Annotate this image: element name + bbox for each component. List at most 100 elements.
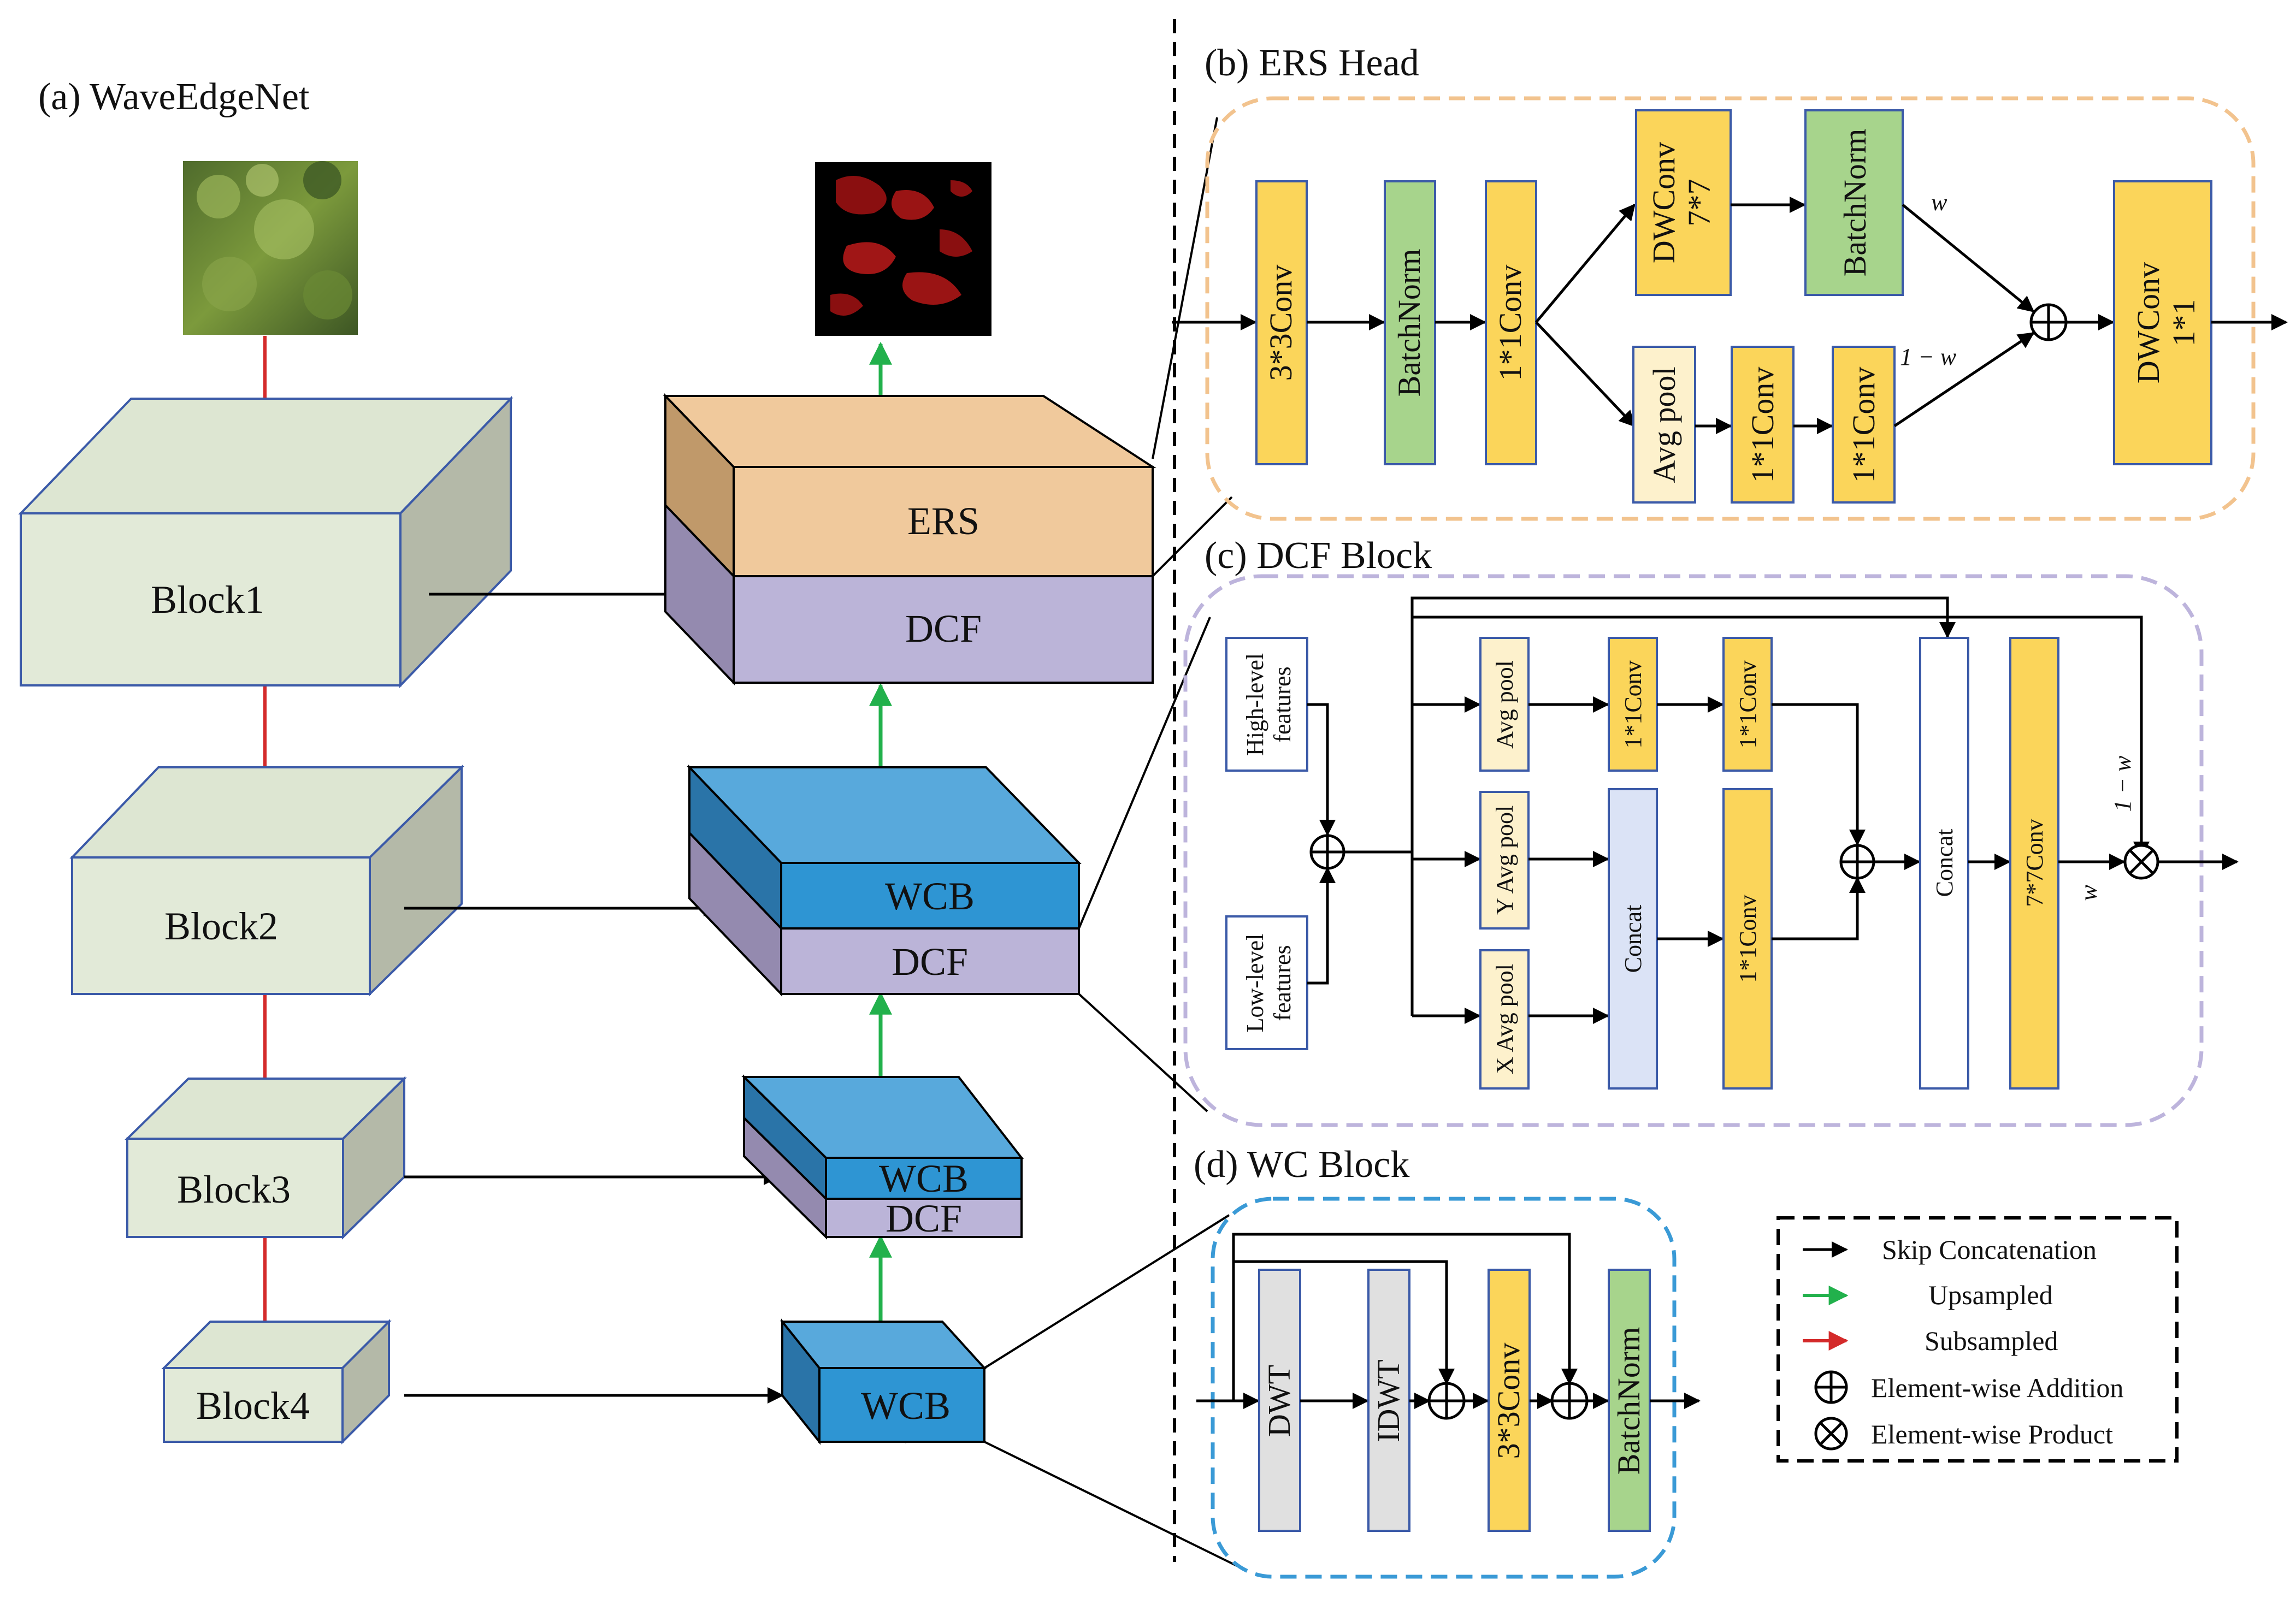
ers-avgpool-label: Avg pool	[1646, 366, 1682, 483]
wcb-label-1: WCB	[885, 874, 975, 918]
ers-conv1b-box	[1731, 346, 1795, 504]
dcf-high-level-box	[1225, 637, 1308, 772]
ers-conv3-label: 3*3Conv	[1263, 265, 1298, 381]
dcf-label-2: DCF	[892, 940, 968, 984]
dcf-low-line2: features	[1269, 945, 1296, 1021]
dcf-concat1-box	[1608, 788, 1658, 1090]
encoder-block3: Block3	[125, 1076, 407, 1240]
wc-conv3-label: 3*3Conv	[1491, 1343, 1526, 1459]
wc-block-frame	[1211, 1197, 1677, 1579]
dcf-xavgpool-label: X Avg pool	[1491, 964, 1518, 1074]
dcf-concat2-box	[1919, 637, 1969, 1090]
title-waveedgenet: (a) WaveEdgeNet	[38, 76, 310, 118]
ers-w-label: w	[1931, 189, 1947, 216]
ers-1-w-label: 1 − w	[1900, 344, 1957, 370]
dcf-conv1c-label: 1*1Conv	[1734, 895, 1761, 982]
encoder-block4: Block4	[161, 1319, 392, 1445]
dcf-label-3: DCF	[886, 1197, 962, 1240]
ers-bn1-label: BatchNorm	[1391, 249, 1427, 397]
decoder-wcb-dcf-2: WCB DCF	[741, 1074, 1024, 1240]
wc-block: DWT IDWT 3*3Conv BatchNorm	[1196, 1233, 1701, 1532]
dcf-add-icon-1	[1309, 834, 1345, 870]
ers-conv1b-label: 1*1Conv	[1745, 367, 1780, 483]
dcf-high-line2: features	[1269, 666, 1296, 742]
ers-head: 3*3Conv BatchNorm 1*1Conv DWConv 7*7 Bat…	[1172, 109, 2288, 504]
block4-label: Block4	[196, 1384, 310, 1428]
dcf-conv1a-label: 1*1Conv	[1620, 660, 1646, 748]
ers-avgpool-box	[1632, 346, 1696, 504]
block2-label: Block2	[164, 904, 278, 948]
dcf-low-level-box	[1225, 915, 1308, 1050]
dcf-conv7-label: 7*7Conv	[2021, 819, 2048, 907]
dcf-high-line1: High-level	[1242, 653, 1268, 756]
dcf-add-icon-2	[1839, 844, 1875, 880]
dcf-low-line1: Low-level	[1242, 934, 1268, 1033]
ers-dwconv1-line2: 1*1	[2166, 299, 2201, 347]
ers-dwconv7-line1: DWConv	[1646, 142, 1681, 263]
wc-bn-box	[1608, 1269, 1651, 1532]
encoder-block2: Block2	[69, 765, 464, 997]
ers-label: ERS	[907, 499, 979, 543]
ers-head-frame	[1205, 96, 2256, 521]
dcf-conv7-box	[2009, 637, 2059, 1090]
dcf-yavgpool-box	[1479, 791, 1530, 930]
dcf-xavgpool-box	[1479, 949, 1530, 1090]
legend-add-icon	[1814, 1370, 1848, 1404]
dcf-block-frame	[1183, 574, 2204, 1127]
legend-sub-label: Subsampled	[1925, 1325, 2058, 1356]
zoom-lines	[983, 117, 1241, 1569]
dcf-conv1c-box	[1722, 788, 1773, 1090]
wc-dwt-box	[1258, 1269, 1301, 1532]
legend-up-label: Upsampled	[1928, 1280, 2053, 1310]
wc-bn-label: BatchNorm	[1611, 1327, 1646, 1475]
legend: Skip Concatenation Upsampled Subsampled …	[1776, 1216, 2179, 1463]
decoder-wcb-dcf-1: WCB DCF	[687, 765, 1082, 997]
wc-add-icon-2	[1550, 1382, 1589, 1420]
dcf-w-label: w	[2075, 885, 2102, 901]
dcf-avgpool-label: Avg pool	[1491, 660, 1518, 749]
ers-bn2-box	[1804, 109, 1904, 296]
dcf-label-1: DCF	[905, 607, 982, 650]
ers-conv1c-box	[1832, 346, 1896, 504]
input-image	[183, 161, 358, 335]
ers-bn1-box	[1384, 180, 1436, 465]
ers-dwconv7-box	[1635, 109, 1732, 296]
ers-conv3-box	[1255, 180, 1308, 465]
dcf-yavgpool-label: Y Avg pool	[1491, 806, 1518, 915]
dcf-1-w-label: 1 − w	[2109, 755, 2136, 812]
dcf-conv1a-box	[1608, 637, 1658, 772]
legend-product-icon	[1814, 1417, 1848, 1451]
wc-add-icon-1	[1427, 1382, 1466, 1420]
ers-conv1-label: 1*1Conv	[1492, 265, 1528, 381]
ers-conv1-box	[1485, 180, 1537, 465]
wc-idwt-box	[1367, 1269, 1410, 1532]
dcf-product-icon	[2123, 844, 2159, 880]
title-ers-head: (b) ERS Head	[1205, 42, 1419, 84]
ers-bn2-label: BatchNorm	[1837, 129, 1873, 277]
ers-dwconv7-line2: 7*7	[1681, 179, 1717, 227]
decoder-ers-dcf: ERS DCF	[663, 393, 1156, 685]
decoder-wcb-bottom: WCB	[780, 1318, 987, 1445]
legend-add-label: Element-wise Addition	[1871, 1372, 2123, 1403]
block1-label: Block1	[151, 578, 264, 622]
skip-arrows	[404, 586, 784, 1404]
output-mask-image	[815, 162, 991, 336]
block3-label: Block3	[177, 1168, 291, 1211]
wc-idwt-label: IDWT	[1371, 1359, 1406, 1442]
wcb-label-2: WCB	[879, 1157, 969, 1200]
encoder-block1: Block1	[18, 396, 513, 688]
ers-add-icon	[2029, 303, 2068, 341]
wcb-label-3: WCB	[861, 1384, 951, 1428]
legend-skip-label: Skip Concatenation	[1882, 1234, 2097, 1265]
wc-conv3-box	[1488, 1269, 1531, 1532]
dcf-concat2-label: Concat	[1931, 829, 1958, 897]
dcf-conv1b-label: 1*1Conv	[1734, 660, 1761, 748]
dcf-concat1-label: Concat	[1620, 905, 1646, 973]
ers-dwconv1-line1: DWConv	[2130, 262, 2166, 383]
title-wc-block: (d) WC Block	[1194, 1144, 1409, 1186]
dcf-block: High-level features Low-level features A…	[1225, 596, 2239, 1090]
ers-dwconv1-box	[2113, 180, 2212, 465]
ers-conv1c-label: 1*1Conv	[1846, 367, 1881, 483]
wc-dwt-label: DWT	[1261, 1365, 1297, 1437]
